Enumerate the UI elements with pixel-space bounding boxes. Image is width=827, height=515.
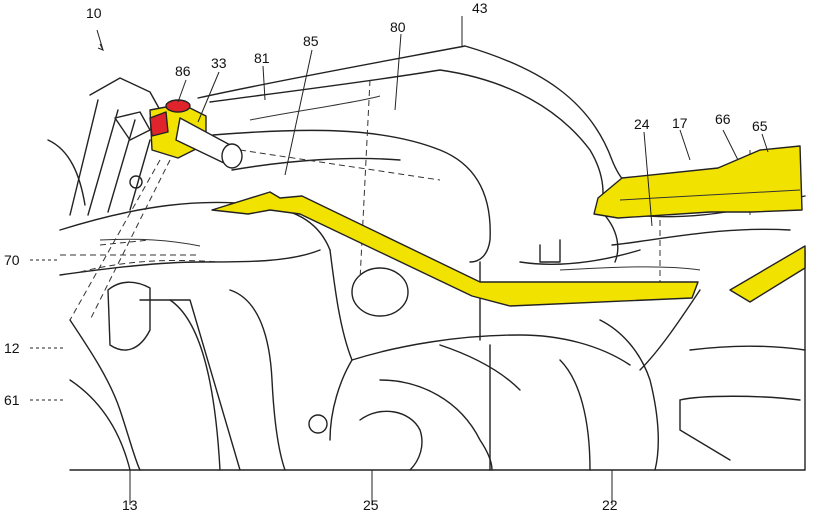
label-81: 81 — [254, 50, 270, 66]
label-17: 17 — [672, 115, 688, 131]
leader-lines — [30, 16, 769, 505]
upper-cowl-outline — [197, 45, 641, 263]
seat-rear-outline — [519, 195, 806, 471]
label-13: 13 — [122, 497, 138, 510]
rear-cowl-piece — [729, 245, 806, 303]
label-33: 33 — [211, 55, 227, 71]
label-86: 86 — [175, 63, 191, 79]
label-61: 61 — [4, 392, 20, 408]
label-25: 25 — [363, 497, 379, 510]
highlighted-components — [149, 103, 806, 307]
cable-duct-80 — [211, 191, 699, 307]
steering-head-outline — [47, 77, 201, 247]
reference-numerals: 10 43 80 85 81 33 86 24 17 66 65 70 12 6… — [4, 0, 768, 513]
switch-86 — [149, 99, 191, 137]
label-10: 10 — [86, 5, 102, 21]
label-66: 66 — [715, 111, 731, 127]
label-12: 12 — [4, 340, 20, 356]
label-24: 24 — [634, 116, 650, 132]
label-22: 22 — [602, 497, 618, 510]
frame-body-outline — [59, 201, 806, 471]
label-80: 80 — [390, 19, 406, 35]
label-70: 70 — [4, 252, 20, 268]
label-43: 43 — [472, 0, 488, 16]
seat-cowl-66 — [593, 145, 803, 219]
label-85: 85 — [303, 33, 319, 49]
label-65: 65 — [752, 118, 768, 134]
